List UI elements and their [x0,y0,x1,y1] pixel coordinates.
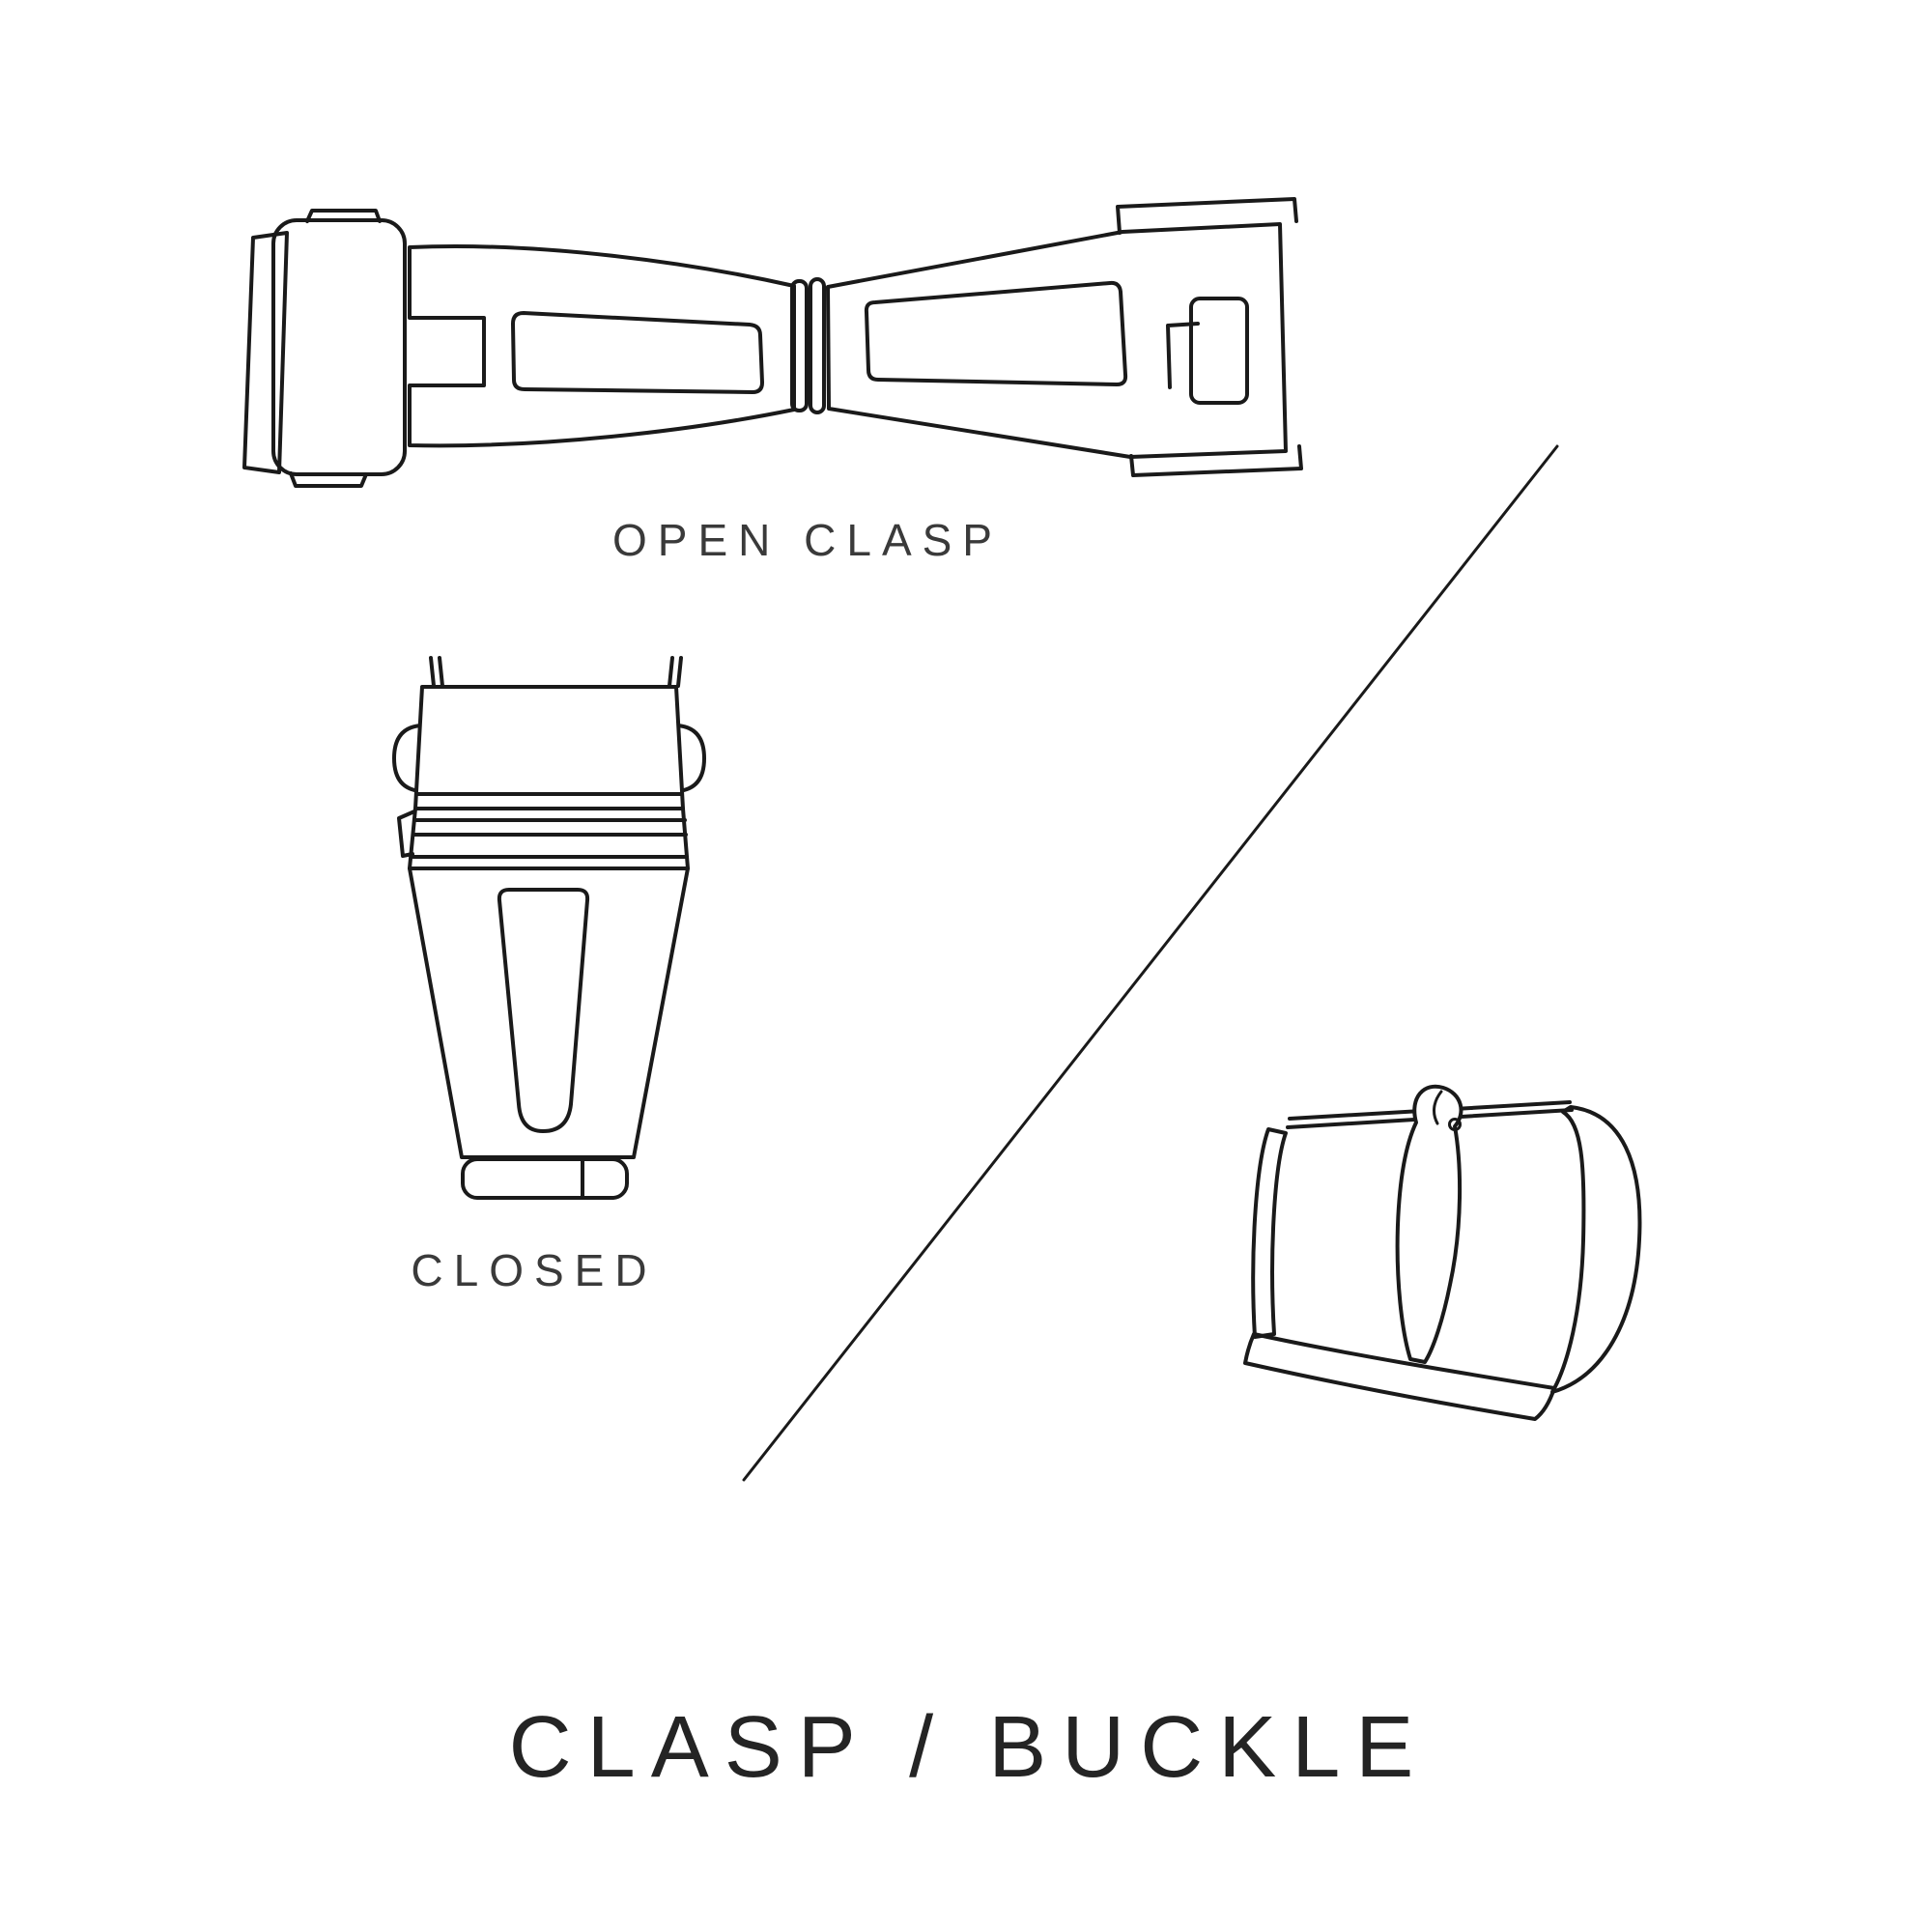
open-clasp-top-tab [305,209,382,223]
tang-buckle-illustration [1243,1084,1642,1421]
open-clasp-left-link-inner [511,311,764,394]
buckle-prong [1395,1084,1463,1364]
buckle-prong-coil [1448,1118,1462,1131]
open-clasp-hinge-bar-1 [790,279,809,412]
closed-clasp-top-block [413,685,685,810]
open-clasp-left-strip [242,231,289,474]
closed-clasp-label: CLOSED [411,1245,658,1295]
open-clasp-catch [1189,297,1249,405]
closed-clasp-ear-right [675,724,706,793]
open-clasp-left-block [271,218,407,476]
diagonal-divider [742,444,1559,1482]
closed-clasp-band-left-edge [408,807,417,870]
closed-clasp-prong-left [429,656,444,688]
closed-clasp-body [408,867,690,1159]
open-clasp-right-link-inner [864,280,1128,386]
closed-clasp-band-right-edge [681,807,690,870]
buckle-bottom-bar [1243,1332,1556,1421]
open-clasp-right-link [826,222,1288,459]
closed-clasp-left-flap [397,810,416,858]
open-clasp-bottom-tab [289,471,368,488]
closed-clasp-prong-right [668,656,683,688]
buckle-right-bar [1550,1105,1642,1394]
open-clasp-label: OPEN CLASP [612,515,1003,565]
buckle-prong-curl [1433,1090,1443,1125]
closed-clasp-ear-left [392,724,423,793]
open-clasp-illustration [242,197,1303,488]
closed-clasp-end-piece [461,1157,629,1200]
open-clasp-catch-hook [1166,322,1200,389]
open-clasp-right-bottom-cap [1129,444,1303,477]
open-clasp-hinge-bar-2 [809,277,826,414]
closed-clasp-illustration [392,656,706,1200]
buckle-left-bar [1251,1127,1288,1339]
open-clasp-left-link [408,244,796,448]
diagram-title: CLASP / BUCKLE [508,1699,1430,1796]
open-clasp-right-top-cap [1116,197,1298,235]
closed-clasp-body-slot [497,888,590,1133]
